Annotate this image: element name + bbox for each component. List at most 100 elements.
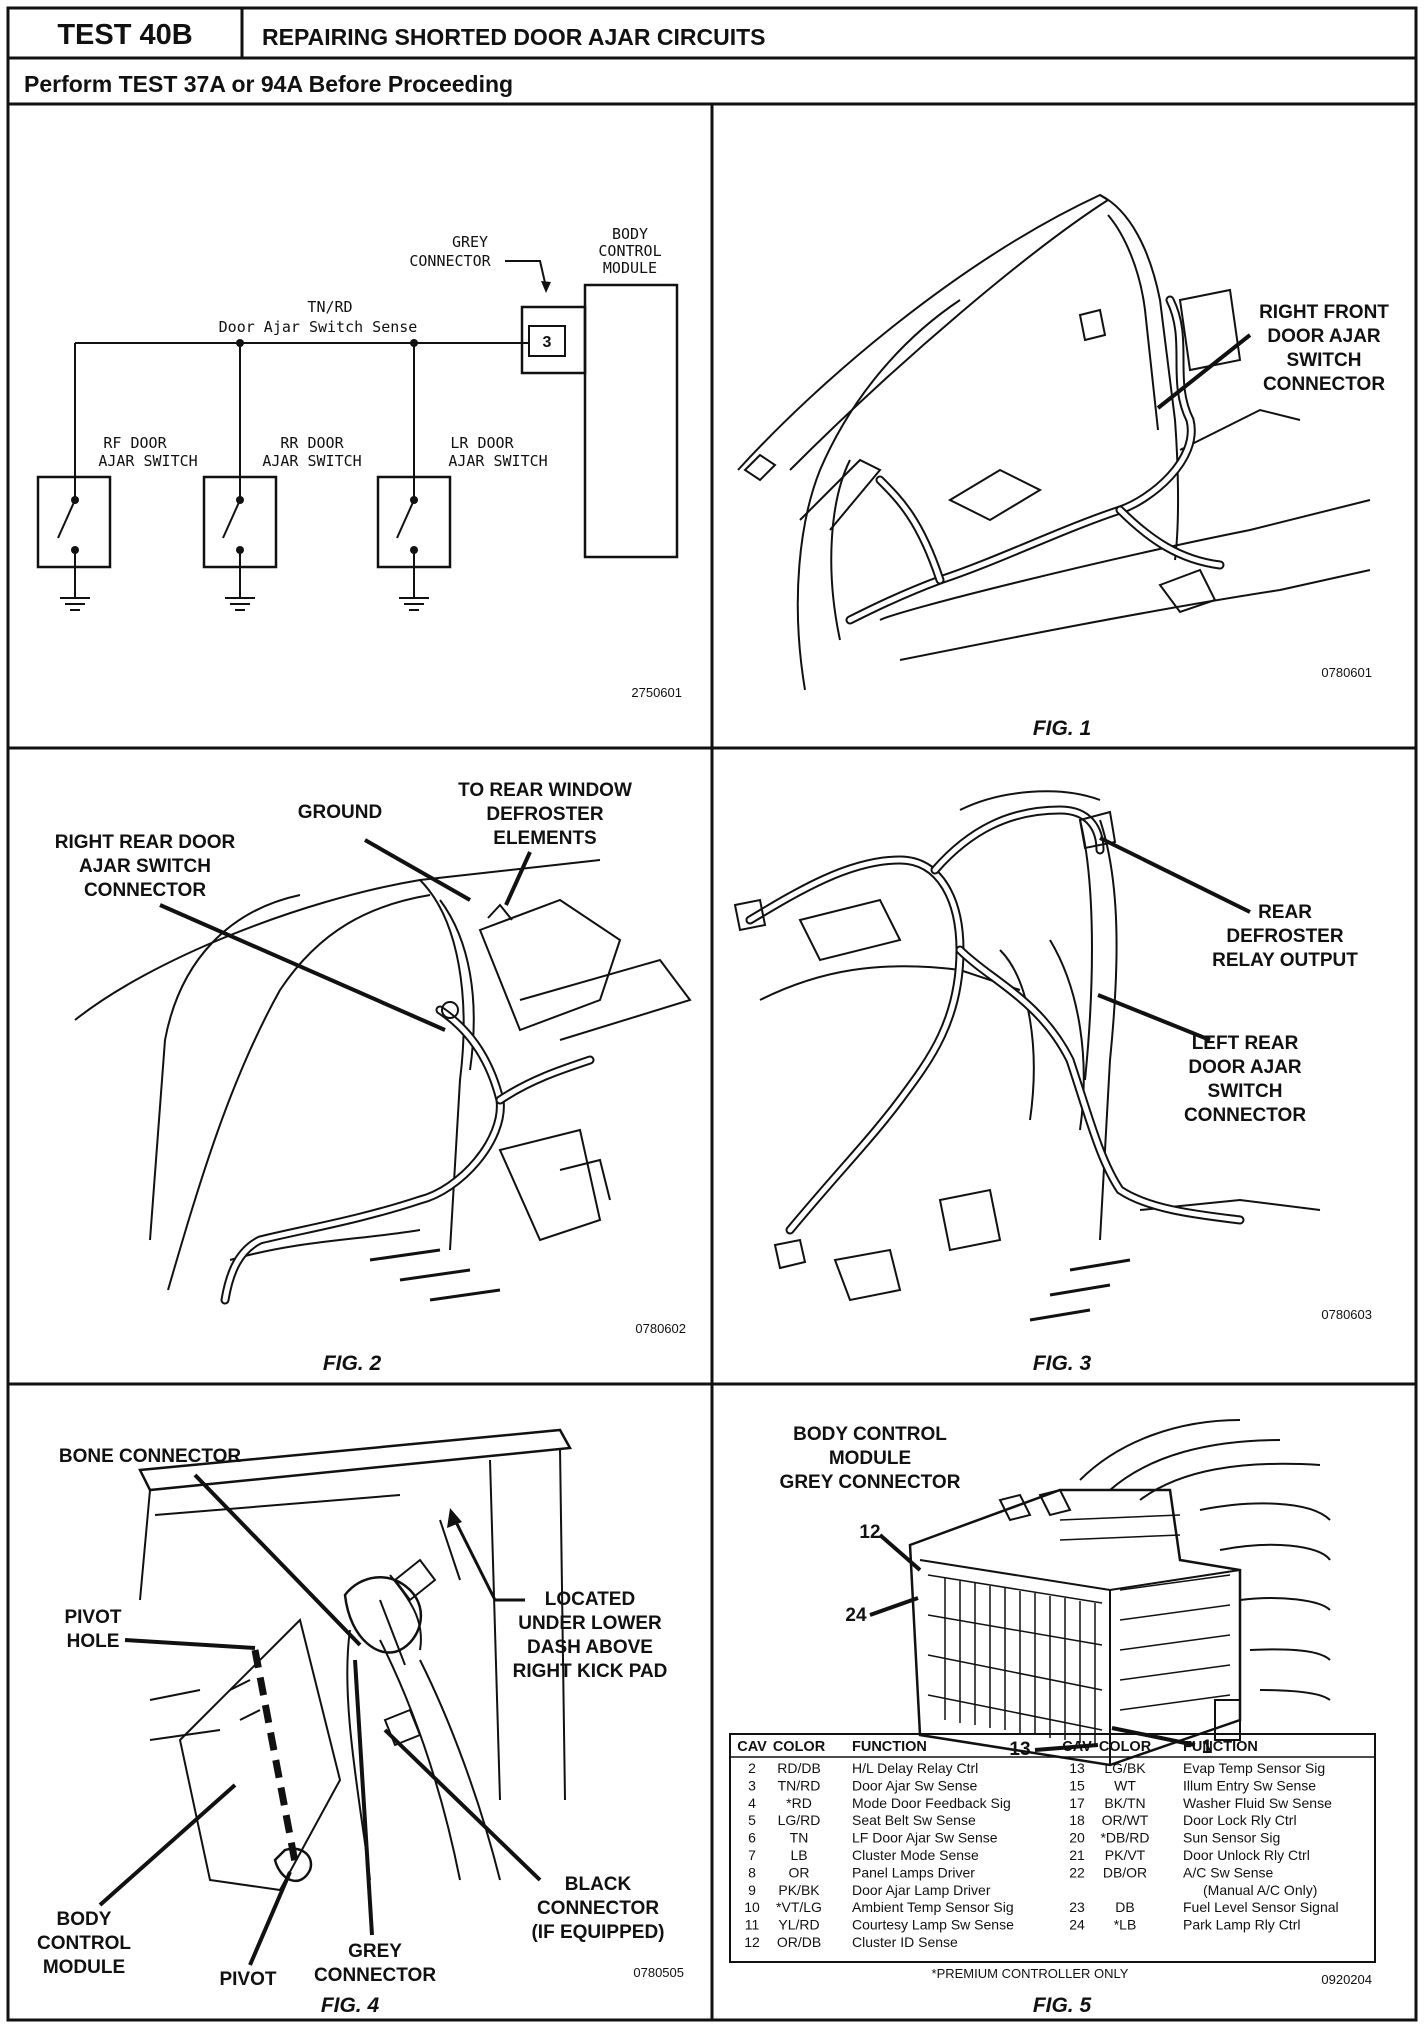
table-cell-cav: 11 bbox=[745, 1917, 760, 1933]
table-cell-color: RD/DB bbox=[777, 1760, 821, 1776]
fig2-defrost-label-3: ELEMENTS bbox=[493, 828, 596, 849]
fig4-bone-label: BONE CONNECTOR bbox=[59, 1446, 242, 1467]
fig4-grey-label-1: GREY bbox=[348, 1941, 402, 1962]
fig2-rr-label-1: RIGHT REAR DOOR bbox=[55, 832, 236, 853]
fig4-ref-number: 0780505 bbox=[633, 1965, 684, 1980]
fig3-panel: REAR DEFROSTER RELAY OUTPUT LEFT REAR DO… bbox=[733, 790, 1372, 1375]
fig5-pin-table bbox=[729, 1733, 1376, 1963]
fig2-vehicle-illustration bbox=[74, 859, 692, 1305]
fig5-ref-number: 0920204 bbox=[1321, 1972, 1372, 1987]
fig4-pivot-label: PIVOT bbox=[219, 1969, 276, 1990]
fig4-located-label-3: DASH ABOVE bbox=[527, 1637, 653, 1658]
table-cell-cav: 13 bbox=[1069, 1760, 1085, 1776]
table-cell-color: TN bbox=[790, 1830, 809, 1846]
lr-switch-label-1: LR DOOR bbox=[450, 434, 514, 452]
table-header-color-left: COLOR bbox=[773, 1739, 826, 1755]
fig5-connector-illustration bbox=[908, 1419, 1331, 1767]
table-cell-function: Door Lock Rly Ctrl bbox=[1183, 1812, 1297, 1828]
fig1-caption: FIG. 1 bbox=[1033, 717, 1091, 740]
schematic-panel: GREY CONNECTOR BODY CONTROL MODULE 3 TN/… bbox=[36, 225, 682, 700]
table-header-function-left: FUNCTION bbox=[852, 1739, 927, 1755]
fig4-bcm-label-3: MODULE bbox=[43, 1957, 125, 1978]
table-cell-function: Washer Fluid Sw Sense bbox=[1183, 1795, 1332, 1811]
table-cell-color: DB/OR bbox=[1103, 1864, 1147, 1880]
table-cell-color: OR/DB bbox=[777, 1934, 821, 1950]
table-cell-function: A/C Sw Sense bbox=[1183, 1864, 1273, 1880]
table-cell-cav: 10 bbox=[744, 1899, 760, 1915]
fig4-located-label-1: LOCATED bbox=[545, 1589, 635, 1610]
page-title: REPAIRING SHORTED DOOR AJAR CIRCUITS bbox=[262, 24, 765, 50]
fig2-rr-leader bbox=[159, 903, 446, 1032]
fig4-bcm-label-2: CONTROL bbox=[37, 1933, 131, 1954]
fig2-caption: FIG. 2 bbox=[323, 1352, 382, 1375]
table-cell-function: Door Ajar Sw Sense bbox=[852, 1777, 977, 1793]
fig1-callout-line-4: CONNECTOR bbox=[1263, 374, 1385, 395]
fig5-pin-1-leader bbox=[1111, 1726, 1196, 1747]
fig4-grey-leader bbox=[353, 1659, 374, 1936]
table-cell-color: DB bbox=[1115, 1899, 1134, 1915]
table-cell-color: YL/RD bbox=[778, 1917, 819, 1933]
fig3-ref-number: 0780603 bbox=[1321, 1307, 1372, 1322]
table-cell-function: Courtesy Lamp Sw Sense bbox=[852, 1917, 1014, 1933]
table-cell-cav: 15 bbox=[1069, 1777, 1085, 1793]
table-cell-function: Park Lamp Rly Ctrl bbox=[1183, 1917, 1300, 1933]
table-cell-function: Fuel Level Sensor Signal bbox=[1183, 1899, 1339, 1915]
fig2-ground-leader bbox=[364, 838, 471, 902]
table-cell-function: Ambient Temp Sensor Sig bbox=[852, 1899, 1014, 1915]
fig2-ref-number: 0780602 bbox=[635, 1321, 686, 1336]
fig4-pivot-hole-label-2: HOLE bbox=[67, 1631, 120, 1652]
table-cell-color: *VT/LG bbox=[776, 1899, 822, 1915]
lr-splice-dot bbox=[410, 339, 418, 347]
table-header-cav-left: CAV bbox=[737, 1739, 767, 1755]
fig5-pin-12: 12 bbox=[859, 1522, 880, 1543]
fig5-caption: FIG. 5 bbox=[1033, 1994, 1092, 2017]
table-cell-color: *LB bbox=[1114, 1917, 1137, 1933]
fig1-callout-line-2: DOOR AJAR bbox=[1267, 326, 1381, 347]
page-subtitle: Perform TEST 37A or 94A Before Proceedin… bbox=[24, 71, 513, 97]
body-control-module-box bbox=[583, 283, 679, 559]
lr-door-ajar-switch bbox=[376, 475, 452, 611]
fig4-located-label-2: UNDER LOWER bbox=[518, 1613, 662, 1634]
rf-switch-label-2: AJAR SWITCH bbox=[98, 452, 197, 470]
table-cell-cav: 12 bbox=[744, 1934, 760, 1950]
table-cell-cav: 24 bbox=[1069, 1917, 1085, 1933]
fig3-relay-label-3: RELAY OUTPUT bbox=[1212, 950, 1358, 971]
fig4-pivot-hole-label-1: PIVOT bbox=[64, 1607, 121, 1628]
fig3-lr-label-1: LEFT REAR bbox=[1192, 1033, 1299, 1054]
grey-connector-leader bbox=[505, 260, 547, 288]
rr-switch-label-1: RR DOOR bbox=[280, 434, 344, 452]
fig4-bcm-label-1: BODY bbox=[57, 1909, 112, 1930]
table-cell-cav: 8 bbox=[748, 1864, 756, 1880]
fig2-defrost-label-1: TO REAR WINDOW bbox=[458, 780, 632, 801]
grey-connector-label-1: GREY bbox=[452, 233, 488, 251]
fig2-panel: GROUND TO REAR WINDOW DEFROSTER ELEMENTS… bbox=[55, 780, 692, 1375]
table-cell-color: PK/VT bbox=[1105, 1847, 1146, 1863]
schematic-ref-number: 2750601 bbox=[631, 685, 682, 700]
grey-connector-box bbox=[520, 305, 587, 375]
fig5-title-1: BODY CONTROL bbox=[793, 1424, 947, 1445]
table-cell-function: Sun Sensor Sig bbox=[1183, 1830, 1280, 1846]
fig1-callout-line-3: SWITCH bbox=[1287, 350, 1362, 371]
fig4-pivot-leader bbox=[248, 1871, 292, 1966]
fig3-relay-label-2: DEFROSTER bbox=[1226, 926, 1343, 947]
table-cell-cav: 2 bbox=[748, 1760, 756, 1776]
fig4-located-leader bbox=[453, 1519, 525, 1602]
table-cell-function: Illum Entry Sw Sense bbox=[1183, 1777, 1316, 1793]
fig2-rr-label-2: AJAR SWITCH bbox=[79, 856, 211, 877]
table-cell-color: BK/TN bbox=[1104, 1795, 1145, 1811]
fig4-pivot-hole-leader bbox=[124, 1638, 256, 1650]
wire-function-label: Door Ajar Switch Sense bbox=[219, 318, 418, 336]
table-cell-cav: 7 bbox=[748, 1847, 756, 1863]
table-cell-cav: 22 bbox=[1069, 1864, 1085, 1880]
fig5-panel: BODY CONTROL MODULE GREY CONNECTOR 12 24… bbox=[729, 1419, 1376, 2017]
cavity-box bbox=[528, 325, 566, 357]
fig4-located-arrow bbox=[447, 1508, 462, 1528]
table-cell-function: Seat Belt Sw Sense bbox=[852, 1812, 976, 1828]
grey-connector-arrow bbox=[541, 281, 551, 293]
table-cell-color: PK/BK bbox=[778, 1882, 820, 1898]
table-cell-cav: 20 bbox=[1069, 1830, 1085, 1846]
table-cell-function: Cluster ID Sense bbox=[852, 1934, 958, 1950]
fig4-pivot-path bbox=[251, 1649, 299, 1863]
